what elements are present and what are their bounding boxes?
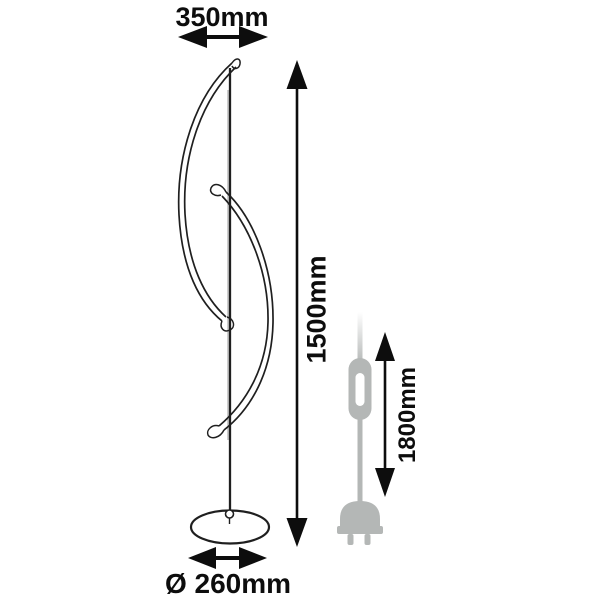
plug-prong [347,534,354,545]
plug-prong [364,534,371,545]
height-label: 1500mm [301,255,332,364]
lower-arc [206,183,274,439]
arrow-down-head [375,468,395,497]
arrow-up-head [375,332,395,361]
base-diameter-arrow [188,547,267,569]
cable-drawing [337,312,383,545]
lamp-drawing [177,58,274,545]
power-plug-icon [337,501,383,545]
base-diameter-label: Ø 260mm [164,568,292,599]
upper-arc [177,58,241,332]
cable-length-label: 1800mm [394,366,421,464]
width-dimension-arrow [178,26,268,48]
width-label: 350mm [175,2,269,32]
cable-cord-fade [357,312,363,364]
arrow-right-head [239,26,268,48]
pole-base-loop [224,509,235,519]
arrow-left-head [188,547,216,569]
arrow-down-head [286,518,308,547]
arrow-up-head [286,60,308,89]
arrow-left-head [178,26,207,48]
arrow-right-head [239,547,267,569]
inline-switch-slot [355,373,365,406]
height-dimension-arrow [286,60,308,547]
cable-dimension-arrow [375,332,395,497]
